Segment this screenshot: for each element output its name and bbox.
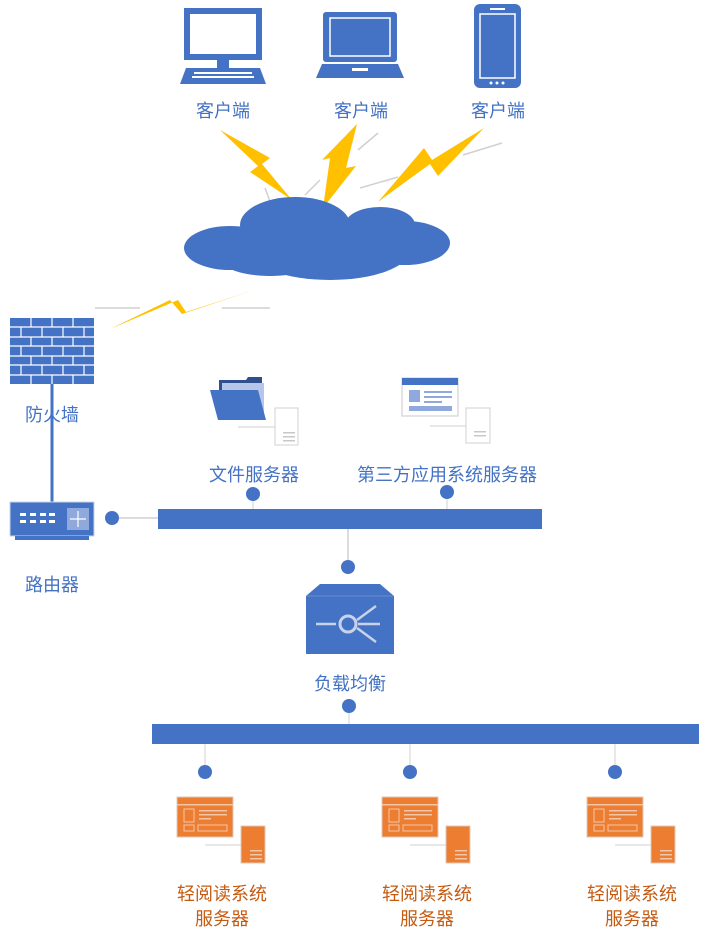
lightning-icon — [378, 128, 484, 202]
lightning-icon — [322, 124, 357, 208]
lightning-icon — [110, 290, 254, 329]
firewall-icon — [10, 318, 94, 384]
connection-point — [246, 487, 260, 501]
firewall-label: 防火墙 — [25, 405, 79, 426]
laptop-icon — [316, 12, 404, 78]
third-party-server-label: 第三方应用系统服务器 — [357, 465, 537, 486]
reader-server-label: 服务器 — [605, 909, 659, 930]
file-server-icon — [210, 377, 299, 446]
connection-point — [342, 699, 356, 713]
internet-cloud-icon — [184, 197, 450, 280]
client-label: 客户端 — [471, 101, 525, 122]
connector-lines — [95, 132, 503, 309]
network-bus-lower — [152, 724, 699, 744]
reader-server-label: 服务器 — [195, 909, 249, 930]
client-label: 客户端 — [196, 101, 250, 122]
router-label: 路由器 — [25, 575, 79, 596]
reader-server-label: 轻阅读系统 — [177, 884, 267, 905]
wireless-lightning-icons — [110, 124, 484, 329]
file-server-label: 文件服务器 — [209, 465, 299, 486]
router-icon — [9, 501, 95, 540]
lightning-icon — [220, 130, 292, 200]
connection-point — [440, 485, 454, 499]
reader-server-icon — [586, 744, 676, 864]
reader-server-label: 服务器 — [400, 909, 454, 930]
client-label: 客户端 — [334, 101, 388, 122]
connection-point — [403, 765, 417, 779]
load-balancer-label: 负载均衡 — [314, 674, 386, 695]
connection-point — [608, 765, 622, 779]
connection-point — [105, 511, 119, 525]
reader-server-label: 轻阅读系统 — [587, 884, 677, 905]
reader-server-icon — [176, 744, 266, 864]
load-balancer-icon — [306, 584, 394, 654]
network-bus-upper — [158, 509, 542, 529]
connection-point — [198, 765, 212, 779]
application-server-icon — [401, 377, 491, 444]
reader-server-label: 轻阅读系统 — [382, 884, 472, 905]
reader-server-labels: 轻阅读系统 服务器 轻阅读系统 服务器 轻阅读系统 服务器 — [177, 884, 677, 930]
connection-point — [341, 560, 355, 574]
reader-server-icon — [381, 744, 471, 864]
desktop-icon — [180, 8, 266, 84]
phone-icon — [474, 4, 521, 88]
